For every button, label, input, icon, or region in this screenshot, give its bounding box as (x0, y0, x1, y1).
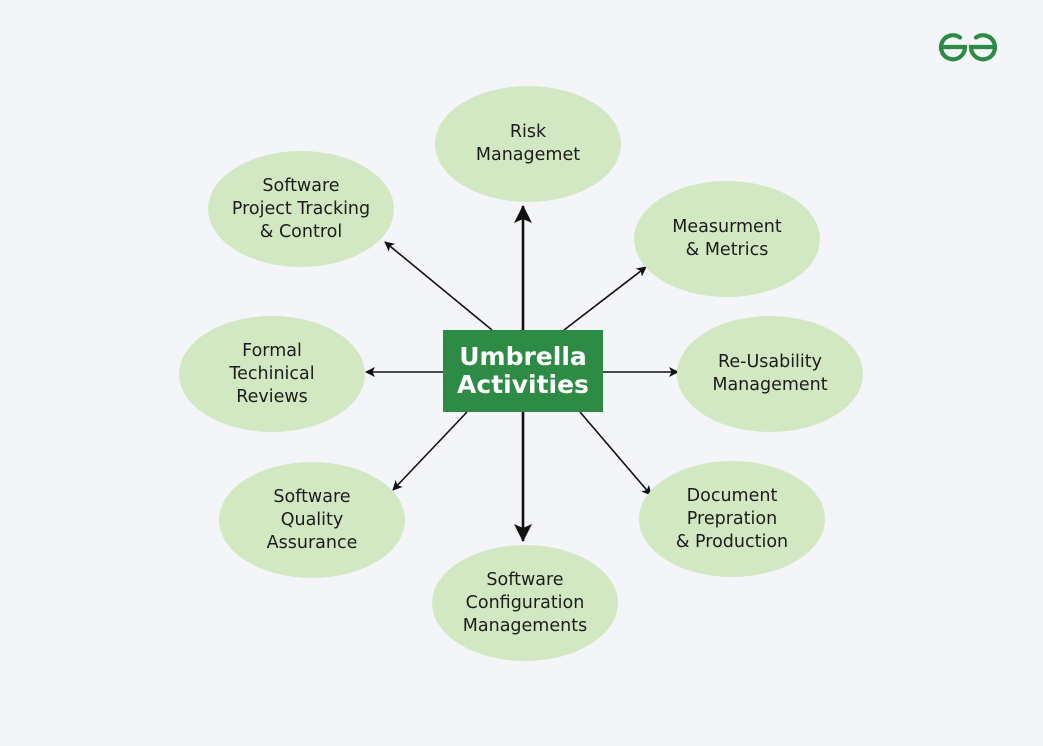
node-quality-assurance: Software Quality Assurance (219, 462, 405, 578)
arrow-to-tracking (384, 241, 493, 331)
node-label: Document Prepration & Production (675, 485, 789, 552)
arrow-to-measurement (563, 266, 647, 331)
node-label: Software Quality Assurance (266, 486, 358, 553)
node-label: Measurment & Metrics (672, 217, 782, 260)
center-box-umbrella-activities: Umbrella Activities (443, 330, 603, 412)
node-risk-management: Risk Managemet (435, 86, 621, 202)
arrow-to-quality (392, 411, 468, 491)
node-measurement-metrics: Measurment & Metrics (634, 181, 820, 297)
node-technical-reviews: Formal Techinical Reviews (179, 316, 365, 432)
node-configuration-management: Software Configuration Managements (432, 545, 618, 661)
node-reusability-management: Re-Usability Management (677, 316, 863, 432)
node-project-tracking: Software Project Tracking & Control (208, 151, 394, 267)
node-document-preparation: Document Prepration & Production (639, 461, 825, 577)
node-label: Formal Techinical Reviews (229, 340, 315, 407)
node-label: Risk Managemet (475, 122, 581, 165)
geeksforgeeks-logo-icon (938, 33, 998, 62)
node-label: Software Project Tracking & Control (231, 175, 371, 242)
node-label: Re-Usability Management (712, 352, 828, 395)
arrow-to-document (579, 411, 652, 496)
node-label: Software Configuration Managements (462, 569, 588, 636)
